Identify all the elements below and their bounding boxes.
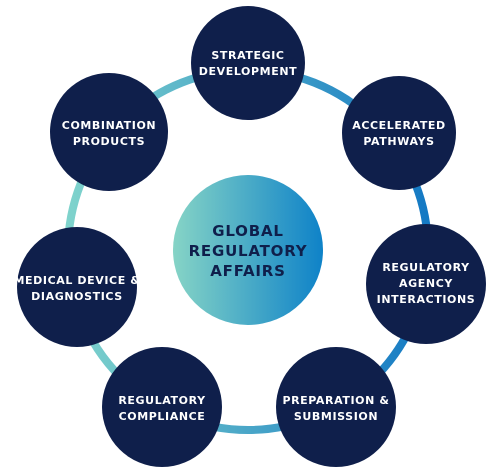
node-regulatory-agency-interactions-label-line-2: AGENCY bbox=[399, 277, 453, 290]
node-regulatory-compliance[interactable]: REGULATORY COMPLIANCE bbox=[102, 347, 222, 467]
center-hub: GLOBAL REGULATORY AFFAIRS bbox=[173, 175, 323, 325]
node-strategic-development-label-line-1: STRATEGIC bbox=[211, 49, 284, 62]
node-preparation-submission[interactable]: PREPARATION & SUBMISSION bbox=[276, 347, 396, 467]
node-accelerated-pathways-circle bbox=[342, 76, 456, 190]
node-combination-products[interactable]: COMBINATION PRODUCTS bbox=[50, 73, 168, 191]
node-regulatory-agency-interactions-label-line-1: REGULATORY bbox=[382, 261, 470, 274]
center-hub-label-line-1: GLOBAL bbox=[212, 222, 284, 240]
node-accelerated-pathways-label-line-1: ACCELERATED bbox=[352, 119, 446, 132]
node-regulatory-agency-interactions[interactable]: REGULATORY AGENCY INTERACTIONS bbox=[366, 224, 486, 344]
node-regulatory-agency-interactions-circle bbox=[366, 224, 486, 344]
node-combination-products-label-line-2: PRODUCTS bbox=[73, 135, 145, 148]
node-preparation-submission-label-line-1: PREPARATION & bbox=[282, 394, 389, 407]
node-medical-device-diagnostics-circle bbox=[17, 227, 137, 347]
node-regulatory-compliance-label-line-2: COMPLIANCE bbox=[119, 410, 206, 423]
node-medical-device-diagnostics-label-line-1: MEDICAL DEVICE & bbox=[14, 274, 141, 287]
node-medical-device-diagnostics[interactable]: MEDICAL DEVICE & DIAGNOSTICS bbox=[14, 227, 141, 347]
node-strategic-development[interactable]: STRATEGIC DEVELOPMENT bbox=[191, 6, 305, 120]
center-hub-label-line-3: AFFAIRS bbox=[210, 262, 286, 280]
node-strategic-development-circle bbox=[191, 6, 305, 120]
center-hub-label-line-2: REGULATORY bbox=[189, 242, 308, 260]
node-accelerated-pathways-label-line-2: PATHWAYS bbox=[363, 135, 434, 148]
node-combination-products-label-line-1: COMBINATION bbox=[62, 119, 156, 132]
node-preparation-submission-label-line-2: SUBMISSION bbox=[294, 410, 378, 423]
node-regulatory-compliance-label-line-1: REGULATORY bbox=[118, 394, 206, 407]
node-regulatory-agency-interactions-label-line-3: INTERACTIONS bbox=[377, 293, 476, 306]
node-medical-device-diagnostics-label-line-2: DIAGNOSTICS bbox=[31, 290, 123, 303]
node-preparation-submission-circle bbox=[276, 347, 396, 467]
node-combination-products-circle bbox=[50, 73, 168, 191]
node-regulatory-compliance-circle bbox=[102, 347, 222, 467]
node-strategic-development-label-line-2: DEVELOPMENT bbox=[199, 65, 297, 78]
center-hub-circle bbox=[173, 175, 323, 325]
node-accelerated-pathways[interactable]: ACCELERATED PATHWAYS bbox=[342, 76, 456, 190]
